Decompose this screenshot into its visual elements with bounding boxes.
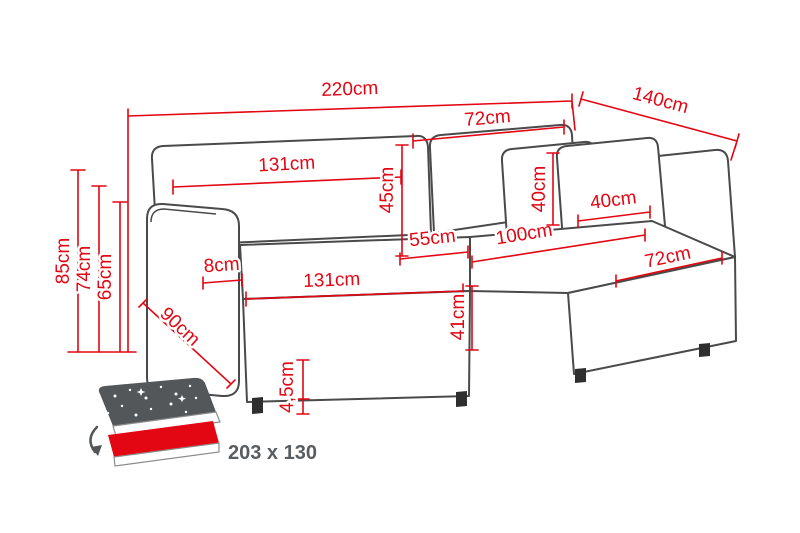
sleeping-area-label: 203 x 130 [228,442,317,464]
dimension-line [465,285,479,351]
bed-icon-unfold-arrowhead [91,445,102,456]
dimension-line [296,359,310,415]
dimension-label-armrest-width: 8cm [203,254,240,277]
dimension-pillow-height: 40cm [527,152,560,226]
dimension-line [67,201,137,353]
left-armrest [146,202,240,398]
dimension-label-leg-height: 4,5cm [277,361,298,413]
dimension-label-height-total: 85cm [53,238,74,284]
dimension-label-seat-width: 131cm [303,269,361,292]
dimension-back-cushion-width: 72cm [412,104,565,149]
dimension-label-total-depth: 140cm [630,83,691,118]
dimension-line [577,205,651,228]
dimension-height-total: 85cm [51,169,86,353]
dimension-line [245,283,464,307]
dimension-total-width: 220cm [127,76,576,353]
bed-icon-starry-panel [98,377,216,426]
dimension-line [70,169,86,353]
dimension-line [615,251,723,288]
bed-icon-stars [106,384,198,417]
dimension-line [395,144,409,257]
dimension-label-total-width: 220cm [321,78,379,101]
dimension-armrest-width: 8cm [200,251,243,290]
dimension-line [91,185,107,353]
dimension-seat-width: 131cm [245,267,464,307]
dimension-label-pillow-height: 40cm [529,166,550,212]
dimensions: 220cm 140cm 72cm 131cm 45cm 85cm 74cm [51,76,740,415]
dimension-line [471,228,646,269]
left-armrest-contour [150,208,217,223]
dimension-leg-height: 4,5cm [275,359,310,415]
dimension-label-seat-height: 41cm [448,294,469,340]
dimension-label-backrest-width: 131cm [258,153,316,177]
dimension-line [412,119,565,149]
chaise-front-face [567,256,737,375]
bed-icon-mattress [108,421,219,457]
dimension-backrest-height: 45cm [375,144,409,257]
bed-icon-blanket-roll [112,411,221,437]
dimension-line [172,169,402,195]
dimension-label-back-cushion-width: 72cm [463,106,511,131]
dimension-line [546,152,560,226]
dimension-line [399,245,469,266]
bed-icon-front-face [113,442,220,467]
dimension-line [202,273,243,290]
dimension-label-height-armrest: 74cm [74,246,95,292]
sofa-bed-icon: 203 x 130 [89,377,317,467]
dimension-line [127,93,576,353]
dimension-seat-height: 41cm [446,285,479,351]
dimension-label-height-seatback: 65cm [95,254,116,300]
dimension-line [578,91,740,161]
dimension-height-armrest: 74cm [72,185,107,353]
dimension-line [138,298,236,389]
dimension-height-seatback: 65cm [67,201,137,353]
dimension-label-backrest-height: 45cm [377,167,398,213]
